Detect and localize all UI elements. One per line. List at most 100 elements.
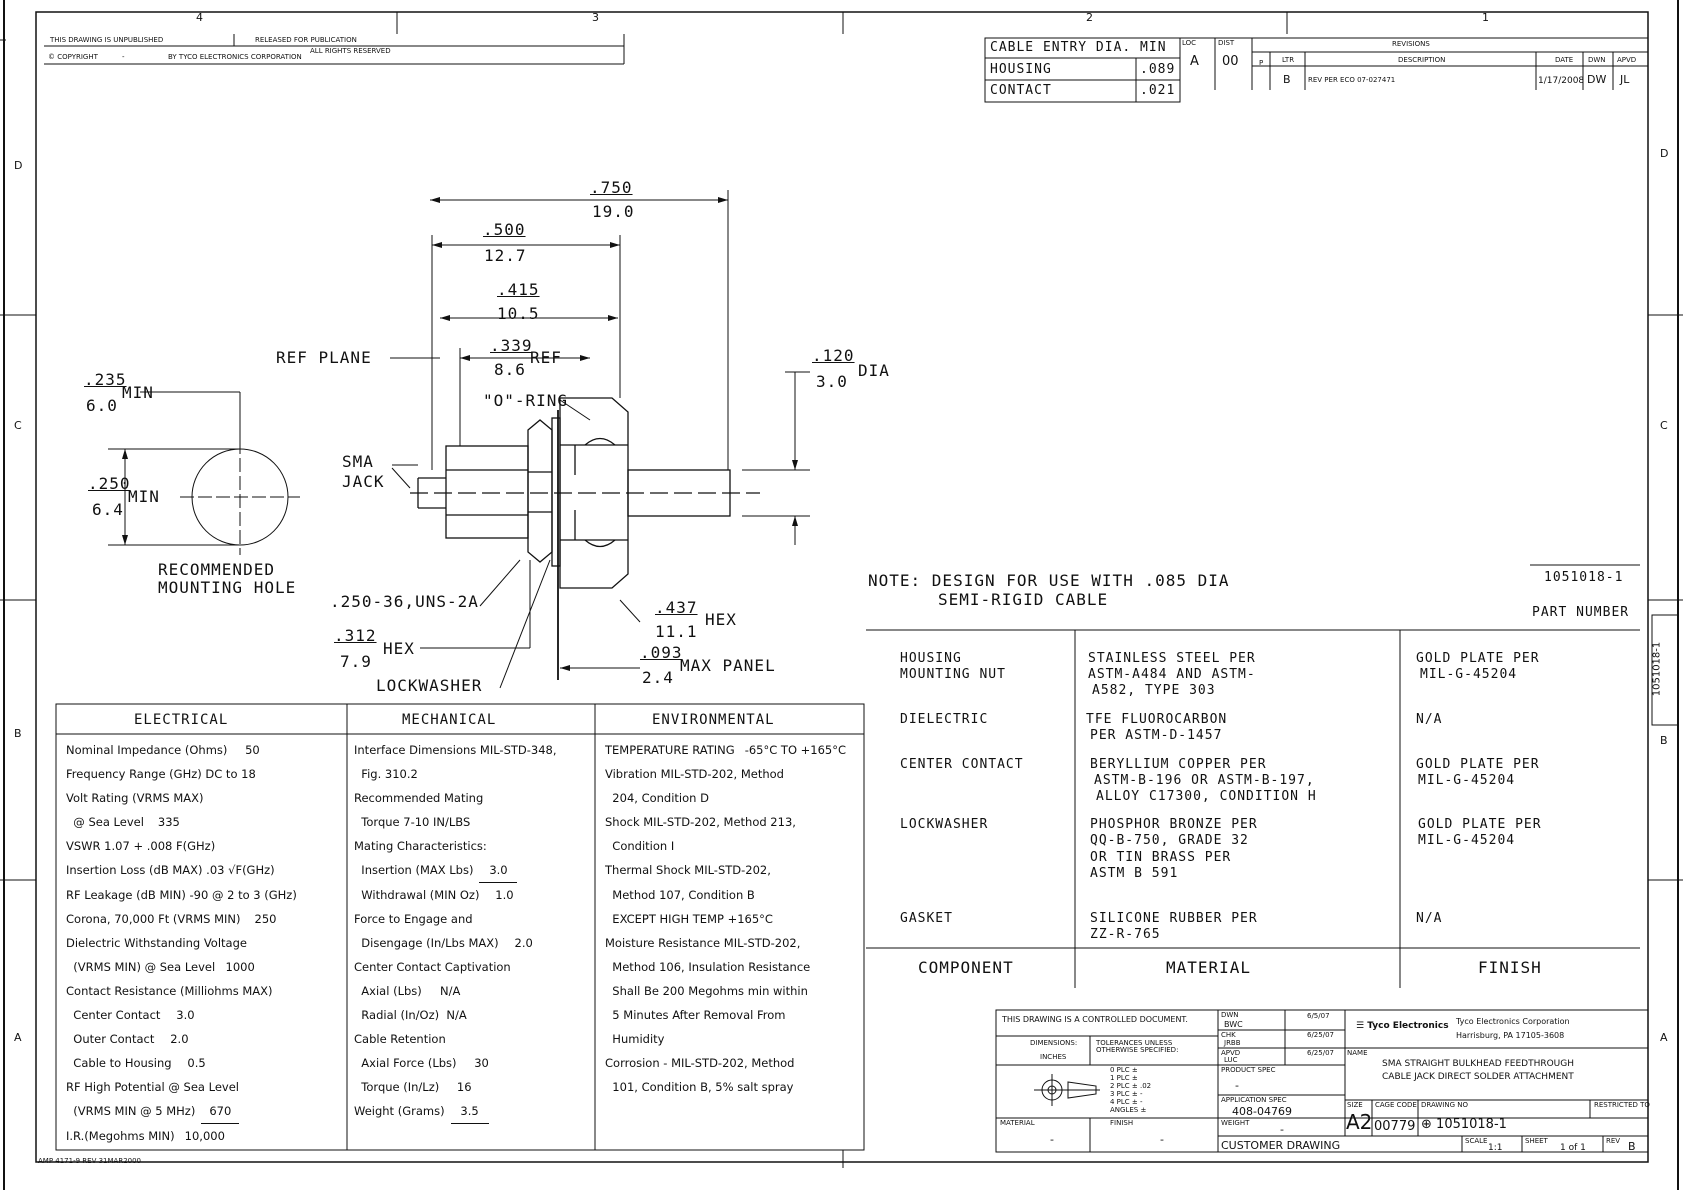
tolerances-label: TOLERANCES UNLESS OTHERWISE SPECIFIED: [1096,1039,1179,1054]
electrical-spec-row: RF Leakage (dB MIN) -90 @ 2 to 3 (GHz) [66,883,344,907]
dim-437-hex: HEX [705,610,737,629]
mechanical-spec-row: Radial (In/Oz) N/A [354,1003,592,1027]
component-housing-2: MOUNTING NUT [900,667,1006,682]
mechanical-spec-row: Disengage (In/Lbs MAX)2.0 [354,931,592,955]
customer-drawing: CUSTOMER DRAWING [1221,1139,1341,1152]
chk-value: JRBB [1224,1039,1241,1047]
mechanical-spec-text: Fig. 310.2 [354,767,418,782]
mechanical-spec-row: Cable Retention [354,1027,592,1051]
mechanical-spec-text: Torque (In/Lz) [354,1080,440,1095]
environmental-spec-row: 204, Condition D [605,786,863,810]
appvd-label: APVD [1221,1049,1241,1057]
finish-center-contact-1: GOLD PLATE PER [1416,757,1540,772]
product-spec-label: PRODUCT SPEC [1221,1066,1276,1074]
tol-row-2: 2 PLC ± .02 [1110,1082,1152,1090]
chk-date: 6/25/07 [1307,1031,1334,1039]
cable-entry-housing-value: .089 [1140,62,1176,77]
dwn-value: BWC [1224,1020,1243,1029]
electrical-spec-text: Insertion Loss (dB MAX) .03 √F(GHz) [66,863,275,878]
mechanical-spec-text: Insertion (MAX Lbs) [354,863,474,878]
mechanical-spec-row: Center Contact Captivation [354,955,592,979]
mechanical-spec-value: 1.0 [485,883,524,907]
mechanical-spec-text: Center Contact Captivation [354,959,511,974]
electrical-spec-value: 50 [233,738,272,763]
mounting-hole-label-2: MOUNTING HOLE [158,578,297,597]
electrical-title: ELECTRICAL [134,712,229,728]
material-center-contact-3: ALLOY C17300, CONDITION H [1096,789,1317,804]
mechanical-spec-text: Recommended Mating [354,791,484,806]
mechanical-spec-row: Insertion (MAX Lbs)3.0 [354,858,592,883]
mechanical-spec-row: Torque 7-10 IN/LBS [354,810,592,834]
scale-value: 1:1 [1488,1143,1503,1153]
electrical-spec-value: 1000 [221,955,260,979]
environmental-spec-row: Method 106, Insulation Resistance [605,955,863,979]
dim-093: .093 [640,643,683,662]
dim-235: .235 [84,370,127,389]
arrowheads [122,197,798,671]
dim-415: .415 [497,280,540,299]
rev-date: 1/17/2008 [1538,76,1585,86]
weight-label: WEIGHT [1221,1119,1250,1127]
side-part-number: 1051018-1 [1651,641,1663,697]
electrical-spec-text: (VRMS MIN) @ Sea Level [66,959,216,974]
material-center-contact-2: ASTM-B-196 OR ASTM-B-197, [1094,773,1315,788]
dim-339-ref: REF [530,348,562,367]
mechanical-spec-row: Axial (Lbs) N/A [354,979,592,1003]
finish-dielectric: N/A [1416,712,1443,727]
released-note: RELEASED FOR PUBLICATION [255,36,357,44]
finish-housing-2: MIL-G-45204 [1420,667,1518,682]
tyco-logo: ☰ Tyco Electronics [1356,1022,1449,1031]
material-gasket-2: ZZ-R-765 [1090,927,1161,942]
mechanical-spec-text: Axial Force (Lbs) [354,1056,457,1071]
rev-ltr: B [1283,73,1291,86]
mechanical-spec-value: 3.5 [450,1099,489,1124]
electrical-spec-text: Center Contact [66,1008,161,1023]
environmental-spec-row: 101, Condition B, 5% salt spray [605,1075,863,1099]
zone-right-c: C [1660,419,1668,432]
component-gasket: GASKET [900,911,953,926]
environmental-spec-row: Shock MIL-STD-202, Method 213, [605,810,863,834]
product-spec-value: - [1235,1079,1239,1092]
mechanical-spec-row: Fig. 310.2 [354,762,592,786]
size-label: SIZE [1347,1101,1363,1109]
dim-120: .120 [812,346,855,365]
electrical-spec-text: VSWR 1.07 + .008 F(GHz) [66,839,216,854]
sma-label-1: SMA [342,452,374,471]
mechanical-spec-row: Axial Force (Lbs)30 [354,1051,592,1076]
dimension-lines [390,190,810,689]
connector-side-view [410,397,760,680]
lockwasher-label: LOCKWASHER [376,676,483,695]
component-lockwasher: LOCKWASHER [900,817,989,832]
mechanical-spec-text: Torque 7-10 IN/LBS [354,815,471,830]
design-note-2: SEMI-RIGID CABLE [938,590,1109,609]
mechanical-spec-row: Recommended Mating [354,786,592,810]
dim-415-mm: 10.5 [497,304,540,323]
electrical-spec-text: RF High Potential @ Sea Level [66,1080,239,1095]
mechanical-spec-text: Cable Retention [354,1032,446,1047]
environmental-spec-row: Corrosion - MIL-STD-202, Method [605,1051,863,1075]
company-name: Tyco Electronics Corporation [1456,1017,1570,1026]
rev-dwn: DW [1587,73,1607,86]
dim-093-mm: 2.4 [642,668,674,687]
mechanical-spec-row: Torque (In/Lz)16 [354,1075,592,1100]
finish-center-contact-2: MIL-G-45204 [1418,773,1516,788]
environmental-spec-text: Method 106, Insulation Resistance [605,959,811,974]
dim-312-hex: HEX [383,639,415,658]
zone-left-b: B [14,727,22,740]
dim-500-mm: 12.7 [484,246,527,265]
mechanical-title: MECHANICAL [402,712,497,728]
zone-top-2: 2 [1086,11,1093,24]
part-number-label: PART NUMBER [1532,605,1630,620]
electrical-spec-value: 0.5 [177,1051,216,1076]
electrical-spec-row: RF High Potential @ Sea Level [66,1075,344,1099]
zone-left-a: A [14,1031,22,1044]
design-note-1: NOTE: DESIGN FOR USE WITH .085 DIA [868,571,1230,590]
mechanical-spec-row: Withdrawal (MIN Oz)1.0 [354,883,592,907]
company-location: Harrisburg, PA 17105-3608 [1456,1031,1565,1040]
sheet-label: SHEET [1525,1137,1548,1145]
rights-note: ALL RIGHTS RESERVED [310,47,391,55]
mounting-hole-view [108,391,300,555]
